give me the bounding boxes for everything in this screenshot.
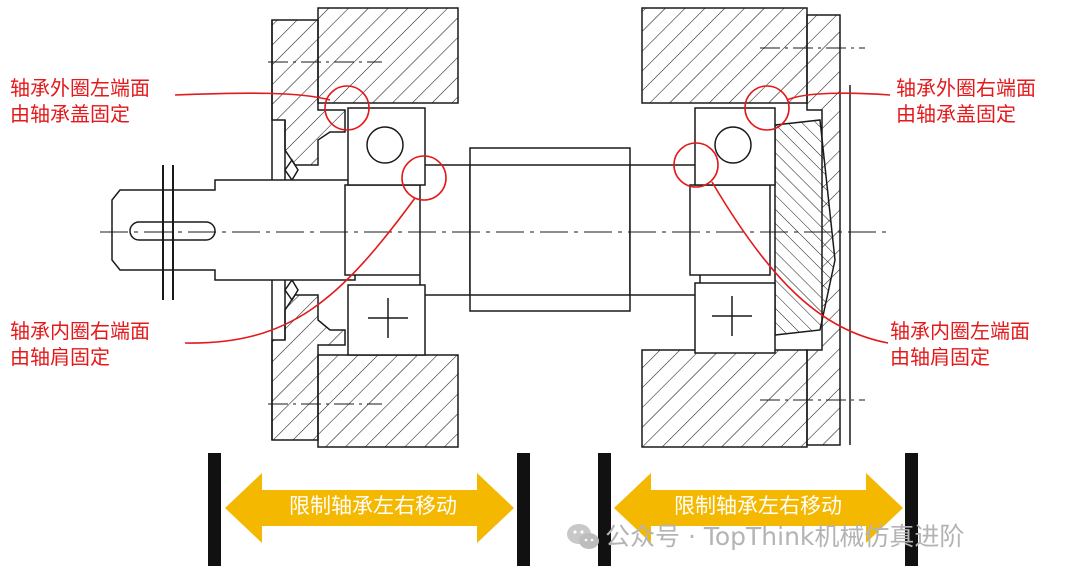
left-arrow-label: 限制轴承左右移动	[289, 494, 457, 518]
callout-line1: 轴承外圈右端面	[896, 76, 1036, 100]
leader-outer-right	[786, 92, 891, 101]
callout-outer-ring-right: 轴承外圈右端面 由轴承盖固定	[896, 75, 1036, 127]
leader-outer-left	[174, 92, 331, 101]
wechat-icon	[567, 524, 599, 549]
shaft	[111, 147, 771, 312]
leader-inner-right	[184, 197, 416, 344]
right-arrow-label: 限制轴承左右移动	[674, 494, 842, 518]
limit-arrows	[225, 473, 903, 543]
watermark: 公众号 · TopThink机械仿真进阶	[565, 522, 964, 552]
callout-line1: 轴承外圈左端面	[10, 76, 150, 100]
inner-left-marker	[673, 142, 719, 188]
left-double-arrow	[225, 473, 514, 543]
outer-right-marker	[744, 85, 790, 131]
callout-line2: 由轴承盖固定	[10, 102, 130, 126]
callout-inner-ring-left: 轴承内圈左端面 由轴肩固定	[890, 318, 1030, 370]
callout-line2: 由轴肩固定	[10, 345, 110, 369]
left-seal	[284, 158, 299, 302]
callout-line1: 轴承内圈左端面	[890, 319, 1030, 343]
callout-line2: 由轴肩固定	[890, 345, 990, 369]
callout-markers	[174, 85, 891, 344]
limit-bars	[208, 453, 918, 566]
left-bar-2	[517, 453, 530, 566]
left-bearing	[347, 107, 426, 356]
left-bar-1	[208, 453, 221, 566]
inner-right-marker	[401, 155, 447, 201]
callout-line1: 轴承内圈右端面	[10, 319, 150, 343]
leader-inner-left	[711, 181, 889, 344]
right-housing	[641, 7, 851, 448]
watermark-text: 公众号 · TopThink机械仿真进阶	[605, 522, 965, 551]
callout-outer-ring-left: 轴承外圈左端面 由轴承盖固定	[10, 75, 150, 127]
callout-inner-ring-right: 轴承内圈右端面 由轴肩固定	[10, 318, 150, 370]
right-double-arrow	[614, 473, 903, 543]
right-bar-1	[598, 453, 611, 566]
callout-line2: 由轴承盖固定	[896, 102, 1016, 126]
right-bar-2	[905, 453, 918, 566]
outer-left-marker	[324, 85, 370, 131]
